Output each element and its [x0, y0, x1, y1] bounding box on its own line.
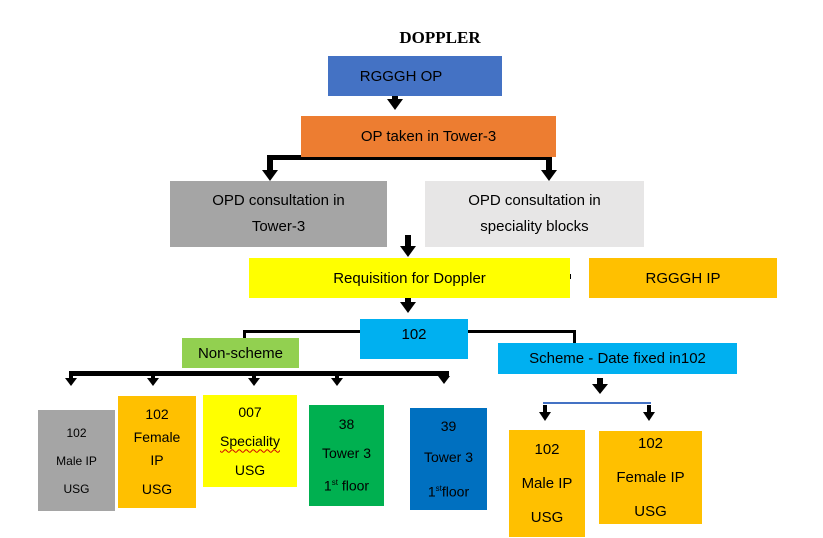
scheme-male-box: 102 Male IP USG [509, 430, 585, 537]
tower3-38-floor: 1st floor [324, 468, 369, 501]
tower3-38-number: 38 [338, 416, 355, 433]
tower3-38-floor-sup: st [331, 478, 338, 488]
room-102-label: 102 [401, 325, 427, 343]
opd-tower3-box: OPD consultation in Tower-3 [170, 181, 387, 247]
op-tower3-box: OP taken in Tower-3 [301, 116, 556, 157]
tower3-39-floor-sup: st [435, 483, 442, 493]
scheme-box: Scheme - Date fixed in102 [498, 343, 737, 374]
female-ip-102-usg: USG [141, 481, 173, 497]
female-ip-102-label2: IP [150, 452, 164, 468]
male-ip-102-number: 102 [66, 425, 87, 440]
scheme-female-box: 102 Female IP USG [599, 431, 702, 524]
speciality-007-number: 007 [238, 403, 262, 420]
scheme-male-number: 102 [534, 440, 560, 458]
female-ip-102-box: 102 Female IP USG [118, 396, 196, 508]
male-ip-102-label: Male IP [56, 453, 97, 468]
rgggh-ip-label: RGGGH IP [645, 269, 721, 287]
tower3-38-floor-num: 1 [323, 477, 332, 494]
scheme-male-usg: USG [530, 508, 564, 526]
scheme-female-number: 102 [637, 434, 664, 452]
speciality-007-usg: USG [234, 461, 266, 478]
female-ip-102-label1: Female [133, 429, 181, 445]
male-ip-102-box: 102 Male IP USG [38, 410, 115, 511]
requisition-box: Requisition for Doppler [249, 258, 570, 298]
tower3-38-box: 38 Tower 3 1st floor [309, 405, 384, 506]
tower3-38-floor-word: floor [337, 477, 370, 494]
opd-tower3-line2: Tower-3 [251, 218, 306, 235]
scheme-female-usg: USG [634, 502, 667, 520]
speciality-007-box: 007 Speciality USG [203, 395, 297, 487]
diagram-title: DOPPLER [399, 28, 481, 47]
tower3-38-label: Tower 3 [321, 445, 372, 462]
non-scheme-box: Non-scheme [182, 338, 299, 368]
speciality-007-label: Speciality [220, 432, 280, 449]
opd-speciality-line2: speciality blocks [480, 218, 589, 235]
rgggh-op-box: RGGGH OP [328, 56, 502, 96]
op-tower3-label: OP taken in Tower-3 [360, 128, 497, 145]
tower3-39-label: Tower 3 [423, 448, 474, 465]
non-scheme-label: Non-scheme [197, 344, 284, 362]
tower3-39-floor: 1stfloor [428, 473, 469, 508]
female-ip-102-number: 102 [145, 406, 169, 422]
rgggh-ip-box: RGGGH IP [589, 258, 777, 298]
scheme-label: Scheme - Date fixed in102 [529, 350, 706, 367]
scheme-male-label: Male IP [521, 474, 573, 492]
rgggh-op-label: RGGGH OP [359, 67, 443, 85]
room-102-box: 102 [360, 319, 468, 359]
opd-speciality-box: OPD consultation in speciality blocks [425, 181, 644, 247]
opd-tower3-line1: OPD consultation in [212, 192, 345, 209]
tower3-39-floor-num: 1 [427, 483, 436, 500]
male-ip-102-usg: USG [63, 481, 90, 496]
tower3-39-box: 39 Tower 3 1stfloor [410, 408, 487, 510]
tower3-39-number: 39 [440, 417, 457, 434]
tower3-39-floor-word: floor [441, 483, 470, 500]
scheme-female-label: Female IP [616, 468, 685, 486]
requisition-label: Requisition for Doppler [333, 269, 486, 287]
opd-speciality-line1: OPD consultation in [468, 192, 601, 209]
